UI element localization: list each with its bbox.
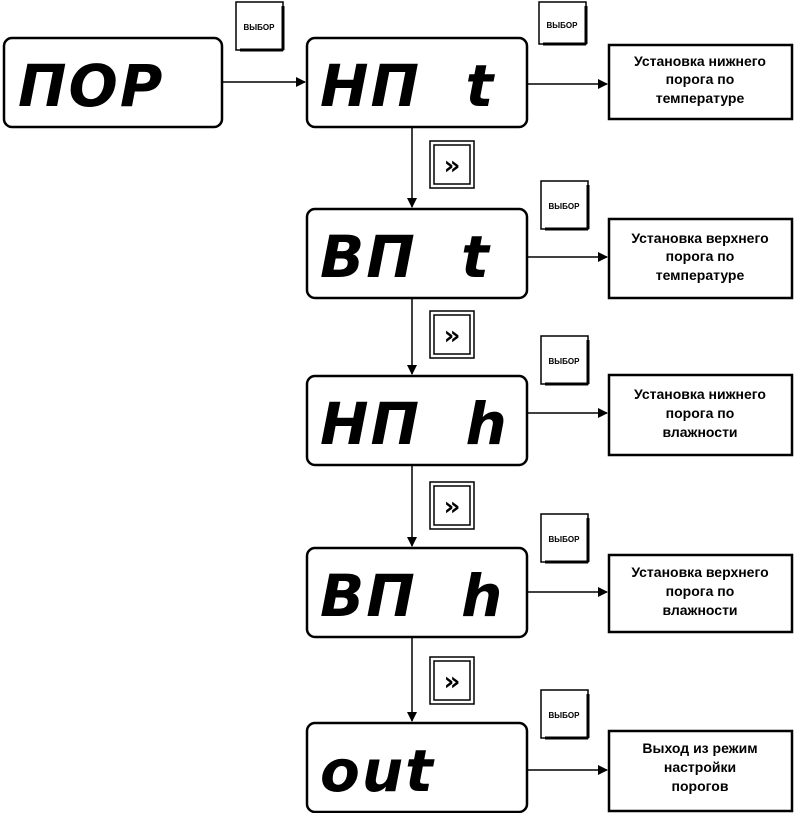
select-button-6-label: ВЫБОР [549,711,581,720]
description-out-line-3: порогов [672,778,729,794]
select-button-5-label: ВЫБОР [549,535,581,544]
select-button-1[interactable]: ВЫБОР [235,1,285,52]
description-out-line-2: настройки [664,759,736,775]
display-np-t: НП t [305,36,529,129]
description-np-t: Установка нижнего порога по температуре [607,43,794,121]
display-np-t-text: НП t [320,52,495,120]
description-vp-t-line-3: температуре [656,267,745,283]
next-icon: » [444,492,461,522]
description-vp-h: Установка верхнего порога по влажности [607,553,794,634]
display-por: ПОР [2,36,224,129]
select-button-2-label: ВЫБОР [547,21,579,30]
display-out-text: out [320,737,435,805]
description-np-h-line-1: Установка нижнего [634,386,766,402]
description-np-t-line-2: порога по [666,71,735,87]
description-vp-t-line-2: порога по [666,248,735,264]
next-button-2[interactable]: » [429,310,475,359]
select-button-5[interactable]: ВЫБОР [540,513,590,564]
description-vp-h-line-3: влажности [662,602,737,618]
display-np-h-text: НП h [320,390,509,458]
description-out: Выход из режим настройки порогов [607,729,794,813]
description-vp-t-line-1: Установка верхнего [631,230,768,246]
description-out-line-1: Выход из режим [642,740,757,756]
next-icon: » [444,151,461,181]
display-por-text: ПОР [18,52,164,120]
select-button-4[interactable]: ВЫБОР [540,335,590,386]
display-np-h: НП h [305,374,529,467]
select-button-6[interactable]: ВЫБОР [540,689,590,740]
select-button-1-label: ВЫБОР [244,23,276,32]
next-button-4[interactable]: » [429,656,475,705]
next-button-1[interactable]: » [429,140,475,189]
select-button-2[interactable]: ВЫБОР [538,1,588,46]
description-np-h: Установка нижнего порога по влажности [607,373,794,457]
select-button-3-label: ВЫБОР [549,202,581,211]
description-vp-h-line-1: Установка верхнего [631,564,768,580]
display-vp-h: ВП h [305,546,529,639]
next-icon: » [444,667,461,697]
description-np-h-line-3: влажности [662,424,737,440]
description-np-t-line-3: температуре [656,90,745,106]
display-vp-t-text: ВП t [320,223,491,291]
select-button-3[interactable]: ВЫБОР [540,180,590,231]
next-icon: » [444,321,461,351]
next-button-3[interactable]: » [429,481,475,530]
display-vp-h-text: ВП h [320,562,504,630]
select-button-4-label: ВЫБОР [549,357,581,366]
description-vp-t: Установка верхнего порога по температуре [607,217,794,300]
display-out: out [305,721,529,813]
display-vp-t: ВП t [305,207,529,300]
description-vp-h-line-2: порога по [666,583,735,599]
description-np-h-line-2: порога по [666,405,735,421]
description-np-t-line-1: Установка нижнего [634,53,766,69]
